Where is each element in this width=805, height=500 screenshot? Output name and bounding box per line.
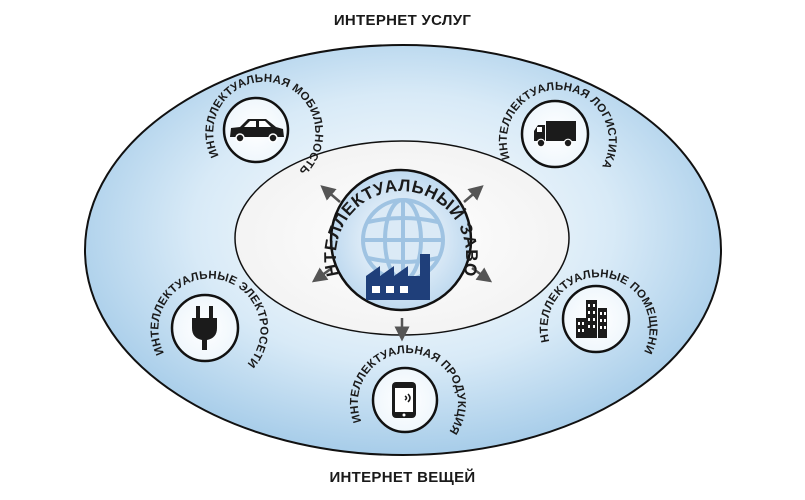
truck-icon — [534, 121, 576, 148]
connection-arrows — [311, 185, 493, 342]
plug-icon — [192, 306, 217, 350]
factory-icon — [366, 254, 430, 300]
arrow-to-mobility — [320, 185, 341, 203]
car-icon — [230, 119, 284, 143]
arrow-to-buildings — [471, 266, 493, 283]
buildings-icon — [576, 300, 607, 338]
arrow-to-logistics — [463, 185, 484, 203]
smartphone-icon — [392, 382, 416, 418]
globe-icon — [361, 198, 445, 282]
internet-of-things-title: ИНТЕРНЕТ ВЕЩЕЙ — [329, 469, 476, 486]
internet-of-services-title: ИНТЕРНЕТ УСЛУГ — [333, 12, 472, 29]
arrow-to-grids — [311, 266, 333, 283]
